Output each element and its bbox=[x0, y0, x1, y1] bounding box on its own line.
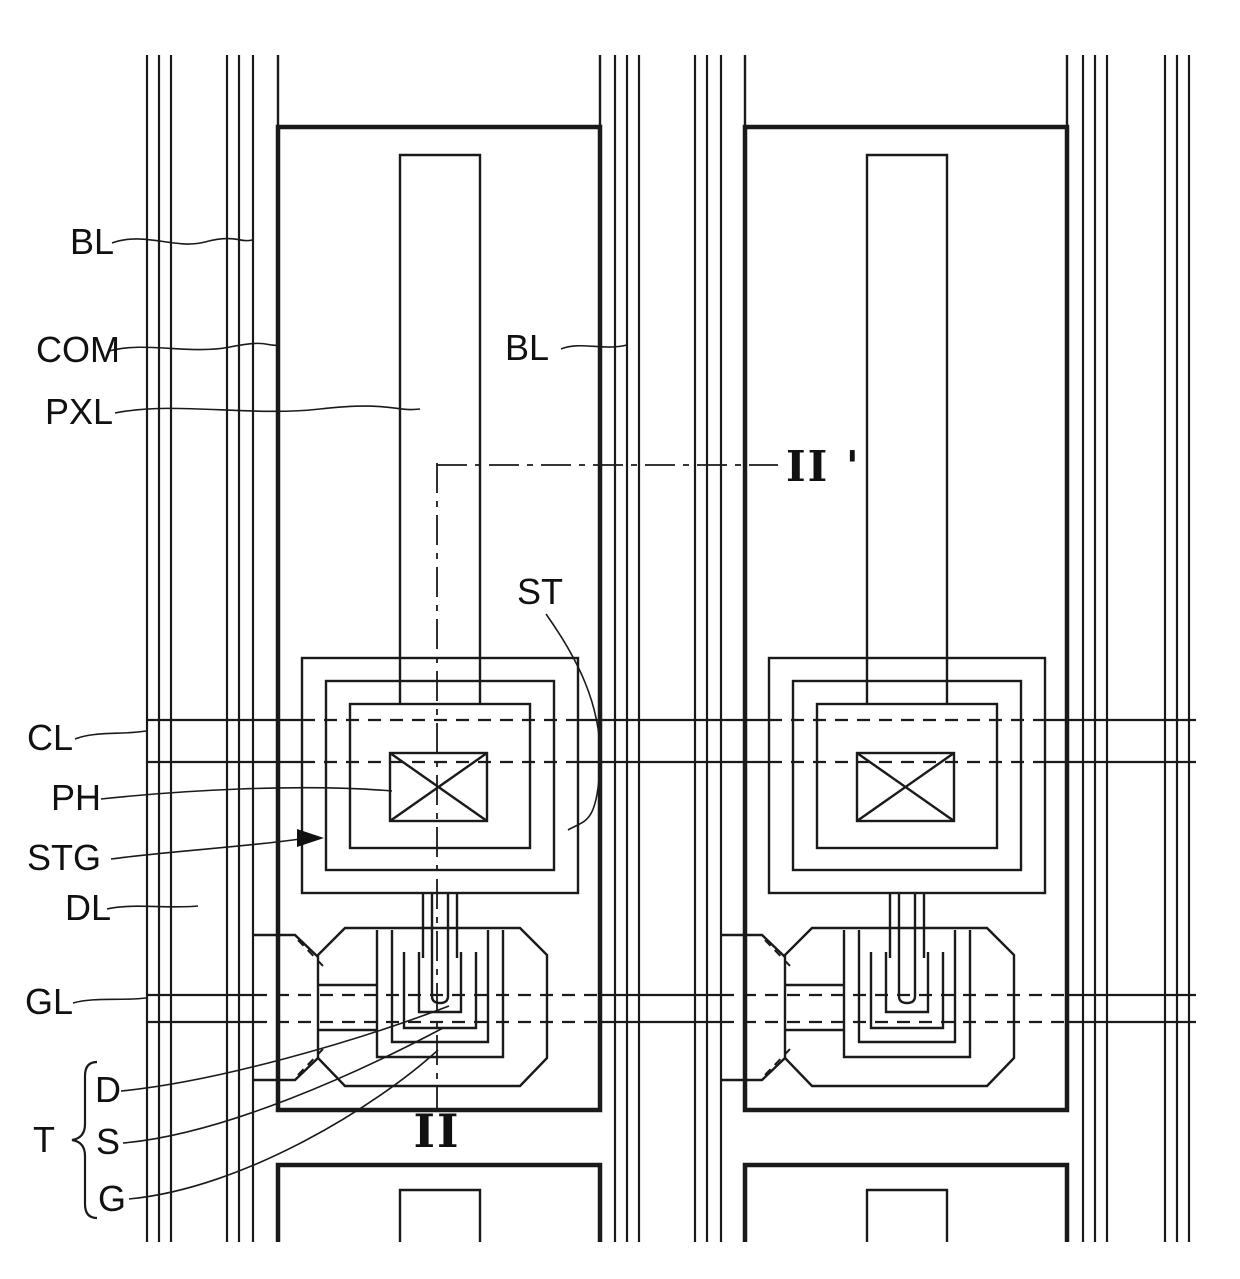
label-bit-line-mid: BL bbox=[505, 327, 549, 368]
common-line bbox=[146, 718, 1196, 764]
leader-cl bbox=[74, 730, 147, 740]
label-data-line: DL bbox=[65, 887, 111, 928]
leader-stg bbox=[110, 838, 301, 860]
section-line bbox=[436, 463, 778, 1108]
leader-s bbox=[122, 1027, 444, 1144]
label-transistor: T bbox=[33, 1119, 55, 1160]
leader-bl-mid bbox=[560, 344, 628, 350]
leader-com bbox=[108, 342, 280, 352]
common-line-solid bbox=[146, 718, 1196, 764]
label-pixel-electrode: PXL bbox=[45, 391, 113, 432]
leader-lines bbox=[71, 237, 628, 1220]
common-line-hidden bbox=[302, 718, 1045, 764]
label-common-line: CL bbox=[27, 717, 73, 758]
leader-st bbox=[545, 613, 601, 831]
label-section-end: II ' bbox=[786, 442, 861, 491]
gate-line-solid bbox=[146, 993, 1196, 1024]
leader-dl bbox=[106, 905, 199, 910]
label-storage: ST bbox=[517, 571, 563, 612]
pixel-cell-left bbox=[254, 55, 600, 1242]
leader-gl bbox=[72, 997, 147, 1004]
stg-arrowhead bbox=[297, 829, 324, 847]
bus-lines bbox=[145, 55, 1191, 1242]
leader-d bbox=[120, 1005, 450, 1092]
leader-bl-left bbox=[111, 237, 253, 245]
pixel-cell-right bbox=[721, 55, 1067, 1242]
label-gate: G bbox=[98, 1178, 126, 1219]
label-drain: D bbox=[95, 1069, 121, 1110]
leader-g bbox=[128, 1049, 439, 1200]
label-storage-electrode: STG bbox=[27, 837, 101, 878]
leader-pxl bbox=[114, 405, 421, 414]
leader-ph bbox=[100, 786, 393, 800]
label-common-electrode: COM bbox=[36, 329, 120, 370]
label-source: S bbox=[96, 1121, 120, 1162]
labels: BL COM PXL BL ST CL PH STG DL GL D T S G… bbox=[25, 221, 861, 1219]
label-contact-hole: PH bbox=[51, 777, 101, 818]
label-section-start: II bbox=[413, 1104, 460, 1158]
label-bit-line-left: BL bbox=[70, 221, 114, 262]
label-gate-line: GL bbox=[25, 981, 73, 1022]
transistor-brace bbox=[71, 1060, 98, 1220]
gate-line bbox=[146, 993, 1196, 1024]
